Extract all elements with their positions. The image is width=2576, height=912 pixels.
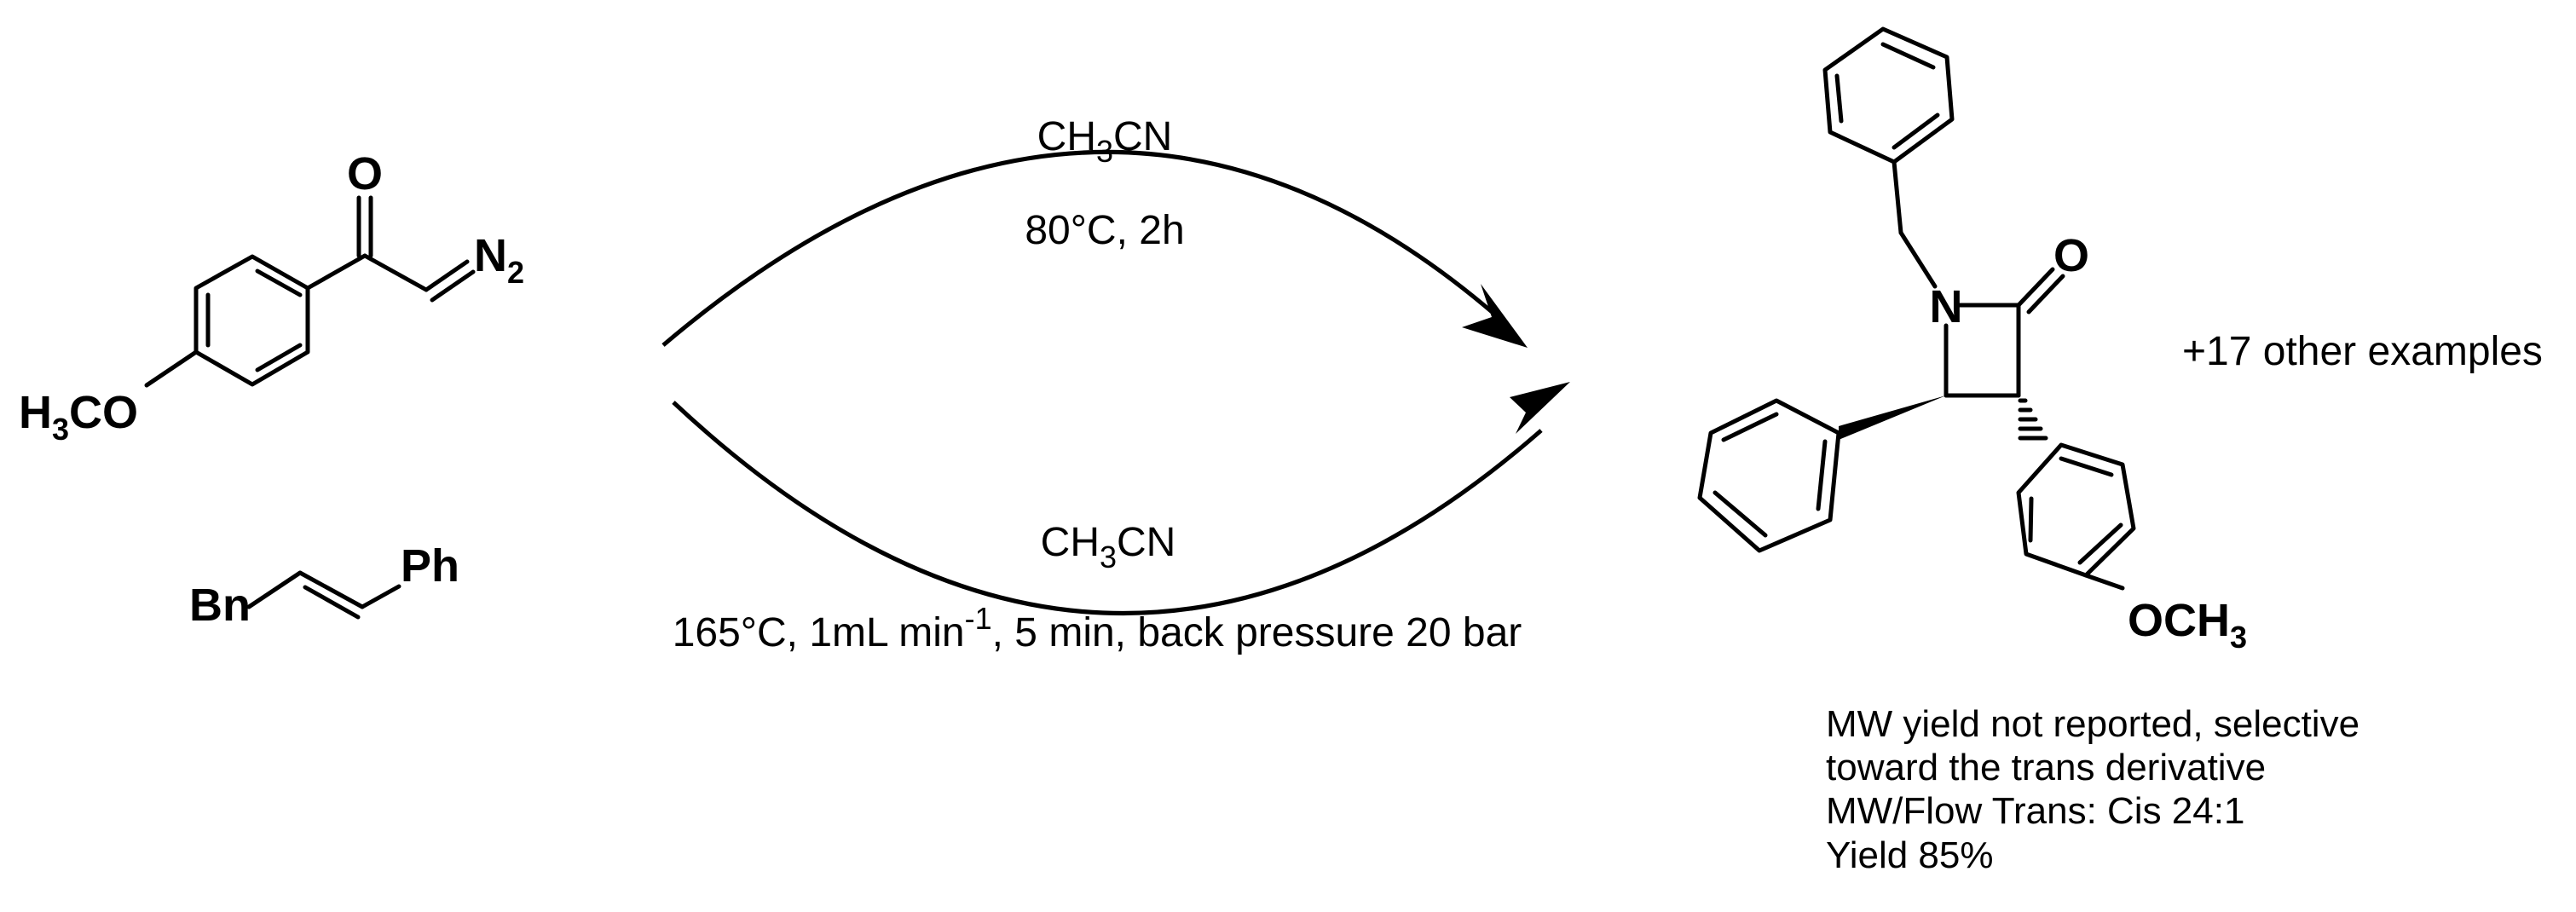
hashed-bond bbox=[2018, 398, 2048, 441]
alkene-structure: Bn Ph bbox=[189, 540, 459, 631]
diazo-n2-label: N2 bbox=[474, 230, 524, 290]
result-notes: MW yield not reported, selective toward … bbox=[1826, 703, 2359, 876]
carbonyl-oxygen-label: O bbox=[347, 148, 383, 199]
batch-arrowhead bbox=[1462, 284, 1528, 348]
other-examples-text: +17 other examples bbox=[2182, 329, 2543, 374]
methoxy-label: H3CO bbox=[19, 387, 138, 447]
product-methoxy-label: OCH3 bbox=[2128, 595, 2247, 655]
batch-conditions: 80°C, 2h bbox=[1025, 208, 1184, 253]
benzyl-label: Bn bbox=[189, 580, 251, 631]
flow-solvent: CH3CN bbox=[1041, 520, 1176, 574]
wedge-bond bbox=[1839, 395, 1946, 440]
note-line: MW yield not reported, selective bbox=[1826, 703, 2359, 745]
alkene-bonds bbox=[246, 570, 401, 620]
beta-lactam-bonds bbox=[1697, 26, 2136, 591]
lactam-nitrogen-label: N bbox=[1930, 281, 1963, 332]
reaction-arrows bbox=[661, 149, 1570, 615]
flow-conditions: 165°C, 1mL min-1, 5 min, back pressure 2… bbox=[673, 601, 1522, 655]
diazoketone-structure: O N2 H3CO bbox=[19, 148, 524, 447]
note-line: MW/Flow Trans: Cis 24:1 bbox=[1826, 790, 2244, 832]
diazoketone-bonds bbox=[144, 195, 476, 388]
batch-solvent: CH3CN bbox=[1037, 114, 1173, 169]
beta-lactam-structure: N O OCH3 bbox=[1697, 26, 2247, 655]
note-line: Yield 85% bbox=[1826, 834, 1994, 876]
batch-arrow bbox=[661, 149, 1498, 347]
phenyl-label: Ph bbox=[401, 540, 459, 592]
flow-arrowhead bbox=[1510, 382, 1570, 434]
note-line: toward the trans derivative bbox=[1826, 747, 2266, 788]
lactam-carbonyl-oxygen-label: O bbox=[2053, 230, 2089, 281]
flow-arrow bbox=[672, 401, 1543, 615]
